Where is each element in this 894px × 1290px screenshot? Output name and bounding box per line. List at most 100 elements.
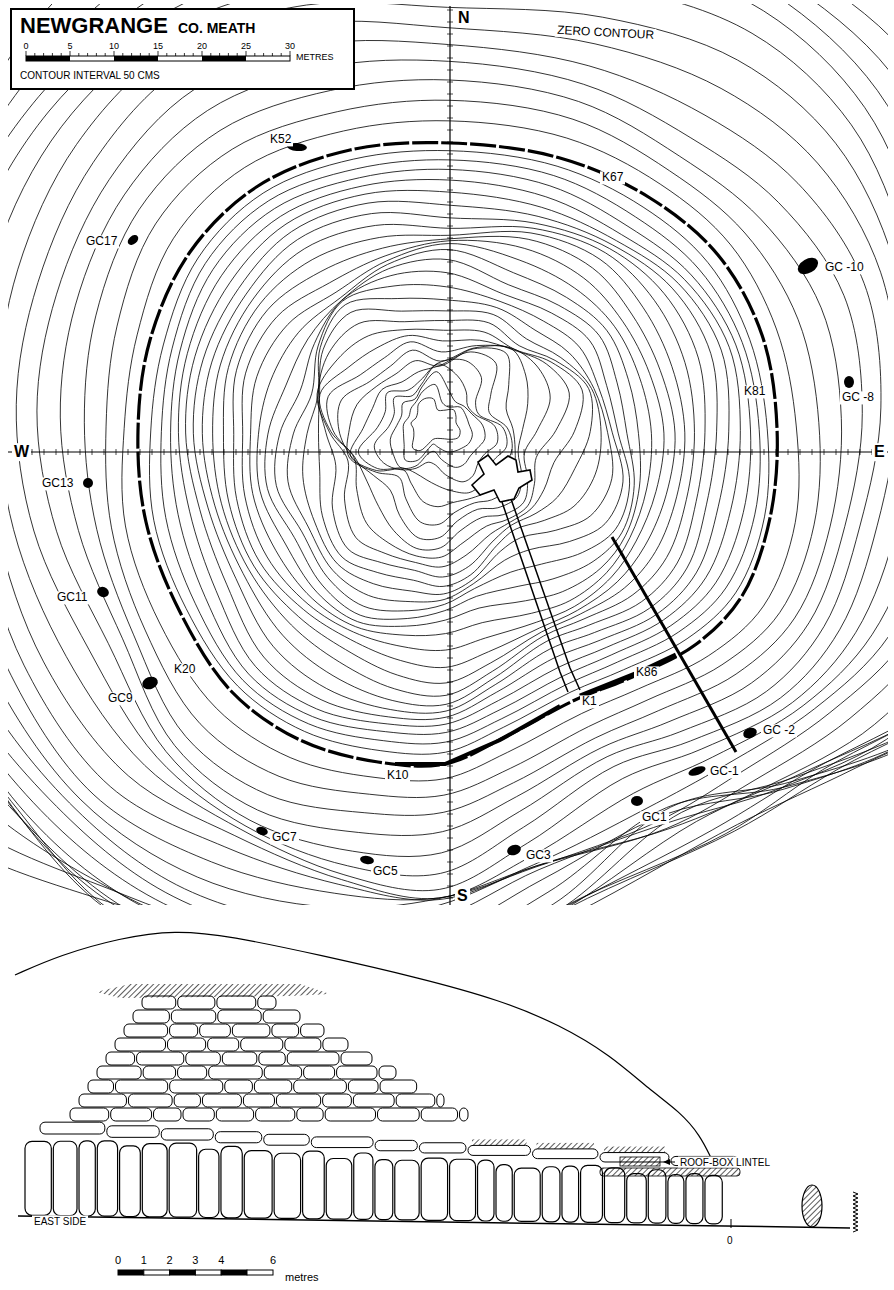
drawing-part	[122, 121, 799, 781]
drawing-part	[170, 1080, 223, 1093]
drawing-part	[447, 286, 453, 287]
drawing-part	[725, 1226, 850, 1228]
drawing-part	[25, 1141, 51, 1215]
drawing-part	[392, 449, 393, 455]
drawing-part	[379, 1066, 396, 1079]
map-label: K1	[580, 695, 599, 708]
contour-plan	[8, 4, 888, 905]
title-box: NEWGRANGECO. MEATH051015202530METRESCONT…	[10, 8, 355, 90]
map-label: EAST SIDE	[32, 1216, 88, 1227]
drawing-part	[860, 449, 861, 455]
map-label: K67	[600, 171, 625, 184]
drawing-part	[380, 1080, 417, 1093]
drawing-part	[560, 449, 561, 455]
drawing-part	[126, 233, 140, 247]
drawing-part	[212, 449, 213, 455]
drawing-part	[285, 1038, 321, 1051]
drawing-part	[848, 449, 849, 455]
drawing-part	[447, 538, 453, 539]
drawing-part	[572, 449, 573, 455]
drawing-part	[106, 100, 821, 797]
drawing-part	[79, 1141, 95, 1216]
drawing-part	[600, 1168, 740, 1176]
drawing-part	[318, 320, 593, 577]
scale-number: 2	[165, 1254, 175, 1266]
drawing-part	[620, 1157, 660, 1166]
drawing-part	[447, 334, 453, 335]
drawing-part	[447, 154, 453, 155]
drawing-part	[502, 502, 568, 692]
drawing-part	[128, 1094, 172, 1107]
drawing-part	[447, 10, 453, 11]
map-label: ROOF-BOX LINTEL	[678, 1157, 772, 1168]
drawing-part	[447, 46, 453, 47]
drawing-part	[447, 358, 453, 359]
drawing-part	[200, 1024, 231, 1037]
drawing-part	[88, 1080, 114, 1093]
scale-number: 30	[285, 42, 295, 52]
drawing-part	[170, 1024, 198, 1037]
drawing-part	[208, 1038, 239, 1051]
drawing-part	[447, 766, 453, 767]
drawing-part	[542, 1167, 560, 1222]
drawing-part	[447, 22, 453, 23]
drawing-part	[620, 449, 621, 455]
drawing-part	[447, 418, 453, 419]
drawing-part	[326, 1159, 352, 1220]
map-label: K20	[172, 663, 197, 676]
drawing-part	[143, 1066, 175, 1079]
drawing-part	[176, 449, 177, 455]
drawing-part	[133, 1010, 169, 1023]
drawing-part	[740, 449, 741, 455]
drawing-part	[447, 490, 453, 491]
drawing-part	[116, 1080, 168, 1093]
scale-number: 25	[241, 42, 251, 52]
drawing-part	[359, 855, 374, 865]
drawing-part	[255, 825, 269, 837]
drawing-part	[752, 449, 753, 455]
drawing-part	[209, 1066, 263, 1079]
drawing-part	[327, 342, 551, 550]
drawing-part	[447, 190, 453, 191]
drawing-part	[404, 449, 405, 455]
map-label: GC -2	[761, 724, 797, 737]
drawing-part	[631, 796, 643, 806]
drawing-part	[107, 1126, 159, 1138]
map-label: GC7	[270, 831, 299, 844]
drawing-part	[200, 449, 201, 455]
drawing-part	[241, 1038, 283, 1051]
drawing-part	[354, 1153, 373, 1219]
drawing-part	[411, 398, 460, 451]
drawing-part	[250, 244, 652, 636]
drawing-part	[788, 449, 789, 455]
drawing-part	[447, 226, 453, 227]
drawing-part	[447, 58, 453, 59]
drawing-part	[447, 670, 453, 671]
map-label: S	[455, 887, 470, 905]
drawing-part	[186, 1052, 221, 1065]
passage-section	[15, 932, 858, 1275]
drawing-part	[96, 585, 111, 599]
drawing-part	[304, 1066, 335, 1079]
drawing-part	[500, 449, 501, 455]
drawing-part	[447, 322, 453, 323]
drawing-part	[447, 202, 453, 203]
drawing-part	[716, 449, 717, 455]
drawing-part	[447, 82, 453, 83]
drawing-part	[199, 1149, 219, 1217]
drawing-part	[272, 1024, 299, 1037]
drawing-part	[447, 838, 453, 839]
drawing-part	[380, 449, 381, 455]
drawing-part	[514, 1168, 540, 1221]
drawing-part	[56, 449, 57, 455]
drawing-part	[60, 60, 862, 836]
drawing-part	[447, 778, 453, 779]
drawing-part	[356, 449, 357, 455]
drawing-part	[8, 4, 888, 905]
map-label: K86	[634, 666, 659, 679]
drawing-part	[120, 1146, 141, 1217]
drawing-part	[656, 449, 657, 455]
drawing-part	[164, 449, 165, 455]
drawing-part	[421, 1108, 457, 1121]
map-label: GC9	[106, 692, 135, 705]
